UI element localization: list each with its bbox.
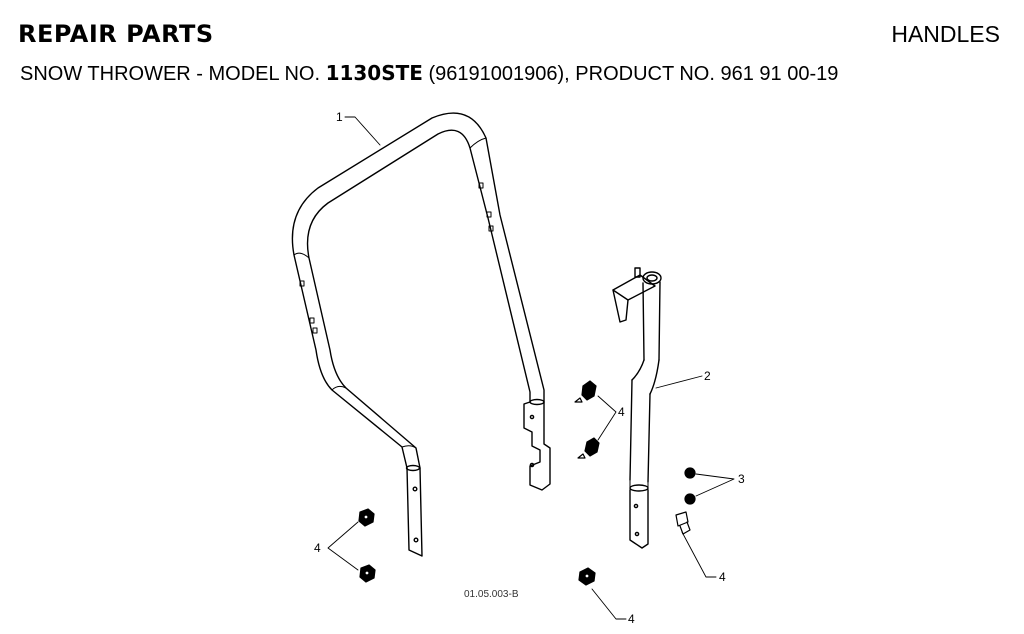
bolt-right-lower: [684, 493, 696, 505]
drawing-code: 01.05.003-B: [464, 589, 519, 600]
bolt-center-lower: [577, 437, 600, 459]
callout-2: 2: [704, 369, 711, 383]
callout-1: 1: [336, 110, 343, 124]
hardware-parts: [358, 380, 696, 586]
bolt-right-low: [675, 511, 691, 535]
lower-handle-part: [612, 267, 662, 549]
leader-lines: [327, 116, 735, 620]
upper-handle-part: [291, 112, 551, 557]
bolt-left-upper: [358, 508, 375, 527]
callout-4-right: 4: [719, 570, 726, 584]
callout-4-left: 4: [314, 541, 321, 555]
bolt-center-upper: [574, 380, 597, 403]
callout-4-center: 4: [618, 405, 625, 419]
model-subtitle: SNOW THROWER - MODEL NO. 1130STE (961910…: [20, 61, 838, 86]
callout-labels: 1 2 4 3 4 4 4 01.05.003-B: [314, 110, 745, 626]
callout-4-bottom: 4: [628, 612, 635, 626]
subtitle-prefix: SNOW THROWER - MODEL NO.: [20, 63, 326, 85]
model-number: 1130STE: [325, 61, 423, 85]
bolt-right-upper: [684, 467, 696, 479]
category-title: HANDLES: [891, 21, 1000, 47]
section-title: REPAIR PARTS: [18, 20, 214, 48]
callout-3: 3: [738, 472, 745, 486]
subtitle-suffix: (96191001906), PRODUCT NO. 961 91 00-19: [422, 63, 839, 85]
bolt-bottom: [578, 567, 596, 586]
bolt-left-lower: [359, 564, 376, 583]
